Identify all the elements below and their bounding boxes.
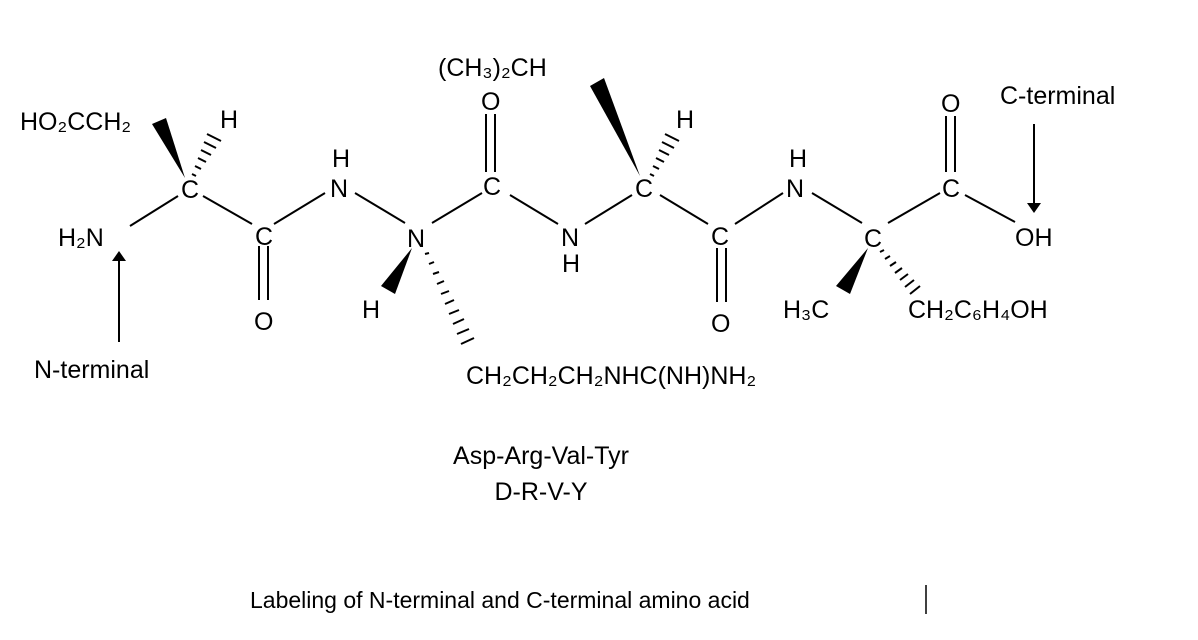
wedge-arg-h [381, 248, 412, 294]
carbonyl-oxygen-2: O [481, 88, 500, 116]
bond-ca1-c1 [202, 195, 253, 225]
c-terminal-label: C-terminal [1000, 82, 1115, 110]
bond-n2-n3 [354, 192, 406, 224]
amine-group: H₂N [58, 224, 104, 252]
wedge-tyr-methyl [836, 248, 868, 294]
carbonyl-carbon-1: C [255, 223, 273, 251]
amide-nitrogen-1: N [330, 175, 348, 203]
val-alpha-hydrogen: H [676, 106, 694, 134]
carboxyl-hydroxyl: OH [1015, 224, 1053, 252]
tyr-alpha-carbon: C [864, 225, 882, 253]
asp-alpha-hydrogen: H [220, 106, 238, 134]
terminal-annotations: N-terminal C-terminal [34, 82, 1115, 384]
bond-n5-ca4 [811, 192, 863, 224]
atom-labels: HO₂CCH₂ H C H₂N C O H N N H CH₂CH₂CH₂NHC… [20, 54, 1053, 390]
wedge-val-sidechain [590, 78, 640, 176]
carboxyl-carbon: C [942, 175, 960, 203]
sequence-three-letter: Asp-Arg-Val-Tyr [453, 442, 629, 470]
val-sidechain-label: (CH₃)₂CH [438, 54, 547, 82]
stereo-bonds [152, 78, 921, 345]
tyr-methyl-label: H₃C [783, 296, 829, 324]
hash-tyr-sidechain [879, 249, 921, 295]
figure-caption: Labeling of N-terminal and C-terminal am… [250, 587, 750, 613]
hash-asp-h [191, 133, 222, 177]
bond-ca3-c3 [659, 194, 709, 225]
carbonyl-carbon-2: C [483, 173, 501, 201]
bond-lines [129, 114, 1016, 302]
amide-nitrogen-2: N [561, 224, 579, 252]
amide-hydrogen-2: H [562, 250, 580, 278]
bond-c4-oh [964, 194, 1016, 223]
wedge-asp-sidechain [152, 118, 185, 178]
carboxyl-oxygen: O [941, 90, 960, 118]
bond-c1-n2 [273, 192, 326, 225]
sequence-one-letter: D-R-V-Y [494, 478, 587, 506]
arg-nitrogen: N [407, 225, 425, 253]
bond-n4-ca3 [584, 194, 633, 225]
carbonyl-carbon-3: C [711, 223, 729, 251]
carbonyl-oxygen-1: O [254, 308, 273, 336]
arg-nitrogen-hydrogen: H [362, 296, 380, 324]
hash-arg-sidechain [424, 252, 475, 345]
bond-n3-c2 [431, 192, 483, 224]
n-terminal-label: N-terminal [34, 356, 149, 384]
amide-hydrogen-3: H [789, 145, 807, 173]
bond-c3-n5 [734, 192, 784, 225]
bond-ca4-c4 [887, 192, 941, 224]
asp-alpha-carbon: C [181, 176, 199, 204]
tyr-sidechain-label: CH₂C₆H₄OH [908, 296, 1048, 324]
arg-sidechain-label: CH₂CH₂CH₂NHC(NH)NH₂ [466, 362, 756, 390]
hash-val-h [649, 133, 680, 177]
bond-n1-ca1 [129, 195, 179, 227]
carbonyl-oxygen-3: O [711, 310, 730, 338]
bond-c2-n4 [509, 194, 559, 225]
val-alpha-carbon: C [635, 175, 653, 203]
amide-nitrogen-3: N [786, 175, 804, 203]
asp-sidechain-label: HO₂CCH₂ [20, 108, 131, 136]
amide-hydrogen-1: H [332, 145, 350, 173]
